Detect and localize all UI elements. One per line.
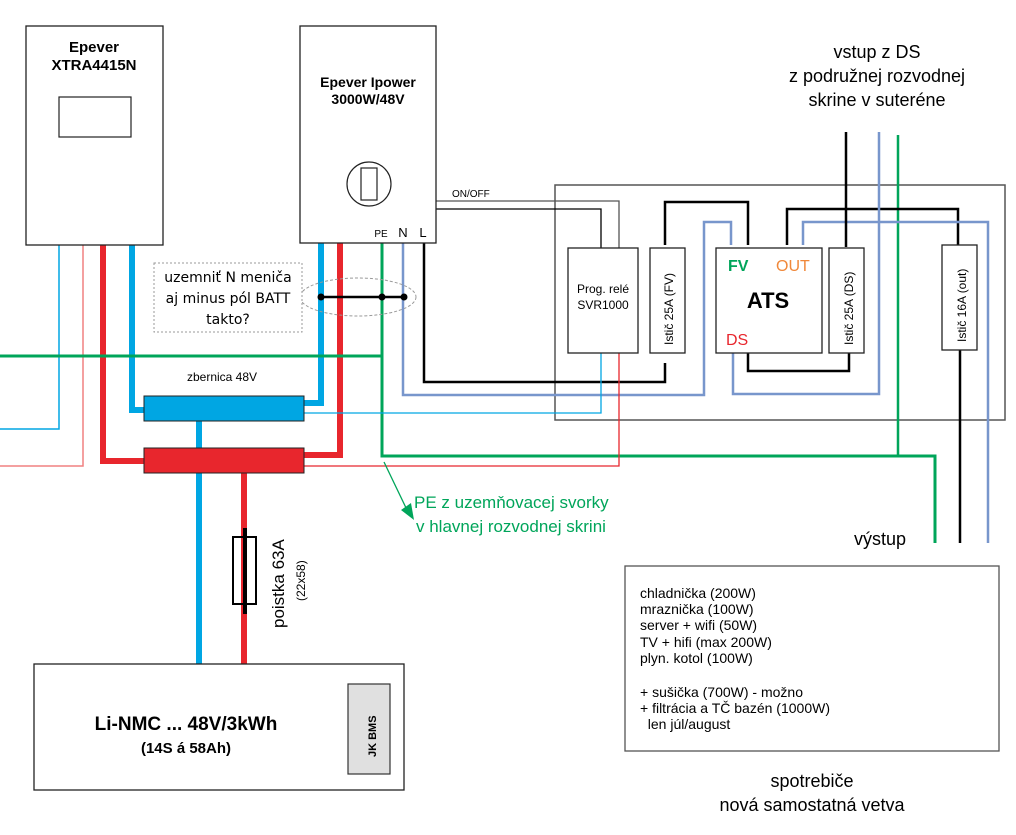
distribution-panel [554, 184, 1006, 421]
wire-inverter-batt-plus [304, 243, 343, 458]
ats-fv-label: FV [728, 258, 749, 275]
grid-input-line-1: vstup z DS [833, 42, 920, 62]
pe-note-line-1: PE z uzemňovacej svorky [414, 493, 609, 512]
wire-xtra-batt-minus [129, 245, 144, 413]
wire-relay-minus [304, 353, 602, 414]
pe-arrow-line [383, 461, 409, 513]
wire-ats-out-line [785, 207, 960, 245]
loads-caption-line-2: nová samostatná vetva [719, 795, 905, 815]
terminal-n: N [398, 225, 407, 240]
relay-line-2: SVR1000 [577, 298, 629, 312]
breaker-out: Istič 16A (out) [941, 244, 978, 351]
wire-relay-plus [304, 353, 620, 467]
wire-grid-neutral [731, 132, 881, 396]
grounding-question-note: uzemniť N meniča aj minus pól BATT takto… [153, 262, 303, 333]
load-item: server + wifi (50W) [640, 617, 757, 633]
output-label: výstup [854, 529, 906, 549]
wire-inverter-neutral [401, 220, 733, 397]
wire-xtra-pv-plus [0, 245, 84, 467]
junction-dot [400, 293, 408, 301]
load-item: chladnička (200W) [640, 585, 756, 601]
wire-pe-output [380, 243, 937, 543]
inverter: Epever Ipower 3000W/48V PE N L [299, 25, 437, 244]
relay-line-1: Prog. relé [577, 282, 629, 296]
fuse-size: (22x58) [294, 560, 308, 601]
load-item: mraznička (100W) [640, 601, 754, 617]
bms-module [347, 683, 391, 775]
fuse-label: poistka 63A [269, 539, 288, 628]
on-off-label: ON/OFF [452, 189, 490, 200]
inverter-model: 3000W/48V [331, 91, 405, 107]
breaker-fv-label: Istič 25A (FV) [662, 273, 676, 345]
wire-on-off-1 [436, 200, 620, 248]
pe-note-line-2: v hlavnej rozvodnej skrini [416, 517, 606, 536]
ats-out-label: OUT [776, 258, 810, 275]
wire-ats-out-neutral [801, 220, 990, 543]
battery: Li-NMC ... 48V/3kWh (14S á 58Ah) JK BMS [33, 663, 405, 791]
battery-title: Li-NMC ... 48V/3kWh [95, 714, 278, 735]
fuse: poistka 63A (22x58) [232, 528, 308, 628]
junction-dot [317, 293, 325, 301]
battery-subtitle: (14S á 58Ah) [141, 740, 231, 757]
breaker-out-label: Istič 16A (out) [955, 269, 969, 342]
ats: FV OUT ATS DS [715, 247, 823, 354]
note-line-1: uzemniť N meniča [164, 270, 291, 286]
bms-label: JK BMS [367, 715, 379, 757]
busbar-plus [143, 447, 305, 474]
charge-controller: Epever XTRA4415N [25, 25, 164, 246]
loads-box: chladnička (200W) mraznička (100W) serve… [624, 565, 1000, 752]
wire-on-off-2 [436, 208, 602, 248]
terminal-pe: PE [374, 229, 388, 240]
charge-controller-model: XTRA4415N [51, 57, 136, 74]
inverter-brand: Epever Ipower [320, 74, 416, 90]
load-item: TV + hifi (max 200W) [640, 634, 772, 650]
busbar-label: zbernica 48V [187, 370, 257, 384]
charge-controller-brand: Epever [69, 39, 119, 56]
breaker-ds-label: Istič 25A (DS) [842, 272, 856, 345]
load-extra: + sušička (700W) - možno [640, 684, 803, 700]
pe-arrow-head [401, 503, 414, 520]
ats-ds-label: DS [726, 332, 748, 349]
note-line-2: aj minus pól BATT [166, 291, 291, 307]
grounding-highlight [299, 277, 417, 317]
load-item: plyn. kotol (100W) [640, 650, 753, 666]
wire-xtra-pv-minus [0, 245, 60, 430]
note-line-3: takto? [206, 312, 250, 328]
grid-input-line-3: skrine v suteréne [808, 90, 945, 110]
load-extra: + filtrácia a TČ bazén (1000W) [640, 700, 830, 716]
busbar-minus [143, 395, 305, 422]
junction-dot [378, 293, 386, 301]
wire-inverter-batt-minus [304, 243, 324, 406]
wire-ds-breaker-to-ats [746, 353, 851, 373]
breaker-fv: Istič 25A (FV) [649, 247, 686, 354]
loads-caption-line-1: spotrebiče [770, 771, 853, 791]
charge-controller-display [58, 96, 132, 138]
wire-xtra-batt-plus [100, 245, 144, 464]
terminal-l: L [419, 225, 426, 240]
load-extra: len júl/august [640, 716, 730, 732]
power-switch-rocker [360, 167, 378, 201]
grid-input-line-2: z podružnej rozvodnej [789, 66, 965, 86]
wire-fv-breaker-to-ats [663, 200, 750, 245]
breaker-ds: Istič 25A (DS) [828, 247, 865, 354]
programmable-relay: Prog. relé SVR1000 [567, 247, 639, 354]
ats-title: ATS [747, 288, 789, 313]
wires [0, 132, 990, 664]
wire-inverter-line [422, 243, 667, 384]
